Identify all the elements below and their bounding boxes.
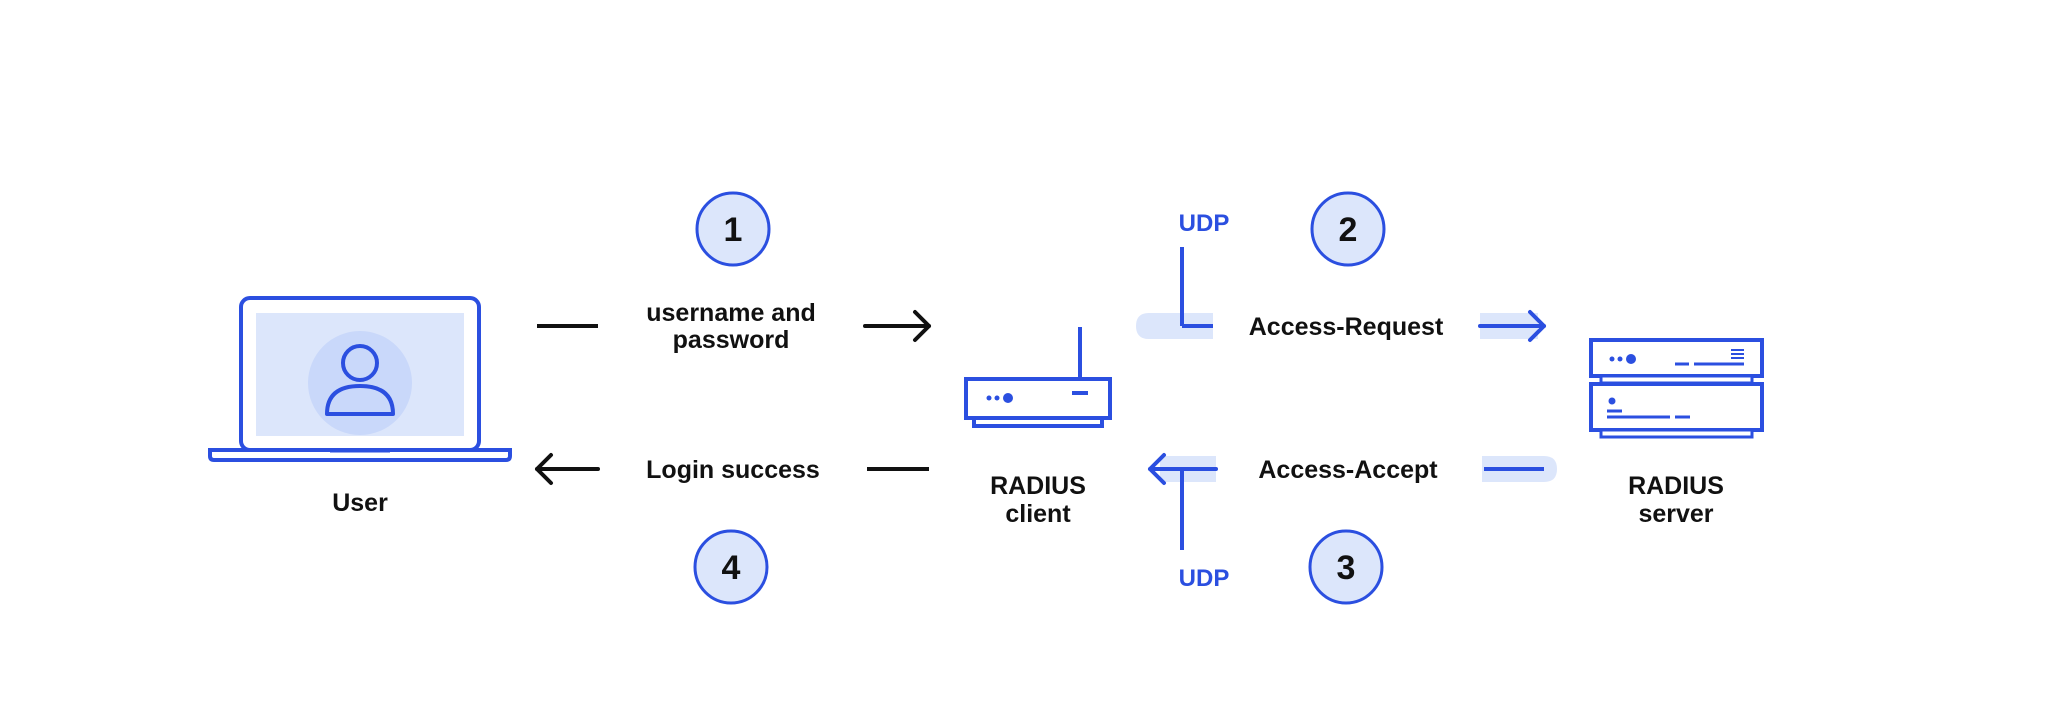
step-2-label: Access-Request (1249, 313, 1444, 341)
step-2-connector (1136, 247, 1213, 339)
step-1-label-line1: username and (646, 299, 816, 327)
step-1-number: 1 (724, 211, 743, 249)
step-2-arrow (1478, 310, 1546, 342)
step-1-arrow (863, 310, 931, 342)
client-label-line1: RADIUS (990, 472, 1086, 500)
step-4-badge: 4 (693, 529, 769, 605)
client-label-line2: client (1005, 500, 1071, 528)
step-3-number: 3 (1337, 549, 1356, 587)
server-label-line2: server (1638, 500, 1713, 528)
step-2-number: 2 (1339, 211, 1358, 249)
user-label: User (332, 489, 388, 517)
step-3-label: Access-Accept (1258, 456, 1438, 484)
server-rack-icon (1589, 338, 1764, 439)
step-3-connector (1482, 456, 1557, 482)
laptop-user-icon (208, 296, 512, 462)
step-1-badge: 1 (695, 191, 771, 267)
step-3-arrow (1148, 453, 1218, 550)
step-2-protocol: UDP (1179, 210, 1230, 237)
step-2-badge: 2 (1310, 191, 1386, 267)
router-icon (964, 327, 1112, 428)
step-3-badge: 3 (1308, 529, 1384, 605)
step-3-protocol: UDP (1179, 565, 1230, 592)
step-4-label: Login success (646, 456, 820, 484)
server-label-line1: RADIUS (1628, 472, 1724, 500)
step-4-arrow (535, 453, 600, 485)
step-1-label-line2: password (673, 326, 790, 354)
step-4-number: 4 (722, 549, 741, 587)
